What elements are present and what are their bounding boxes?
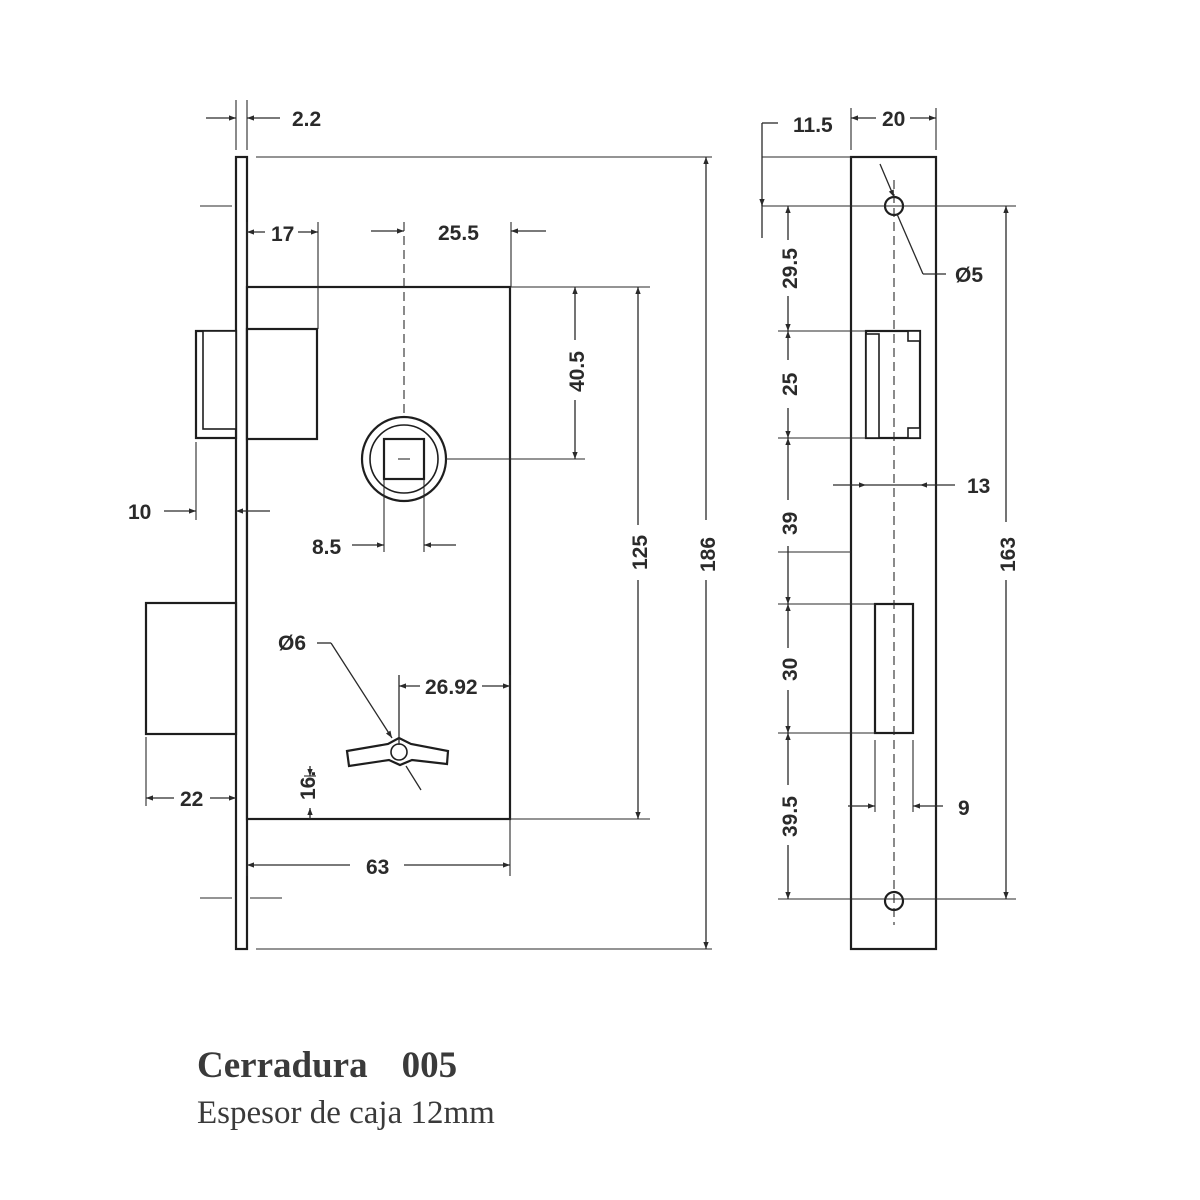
dim-latch-offset: 17 (271, 223, 294, 246)
dim-keyhole-offset: 26.92 (425, 676, 478, 699)
dim-hole-spacing: 163 (997, 537, 1020, 572)
side-view: 11.5 20 Ø5 29.5 25 13 39 30 9 39.5 163 (759, 108, 1020, 951)
dim-bolt-height: 30 (779, 658, 802, 681)
side-dimension-lines (759, 115, 1009, 899)
dim-keyhole-diameter: Ø6 (278, 632, 306, 655)
drawing-title: Cerradura 005 (197, 1044, 457, 1087)
dim-backset: 25.5 (438, 222, 479, 245)
dim-faceplate-width: 20 (882, 108, 905, 131)
front-dimension-labels: 2.2 17 25.5 40.5 125 186 10 8.5 Ø6 26.92… (128, 108, 720, 879)
dim-latch-width: 13 (967, 475, 990, 498)
latch-bolt (194, 327, 319, 441)
dim-bolt-width: 9 (958, 797, 970, 820)
front-dimension-lines (146, 115, 709, 949)
drawing-subtitle: Espesor de caja 12mm (197, 1095, 495, 1131)
model-number: 005 (401, 1045, 458, 1086)
spindle-hub (360, 415, 448, 503)
latch-opening (864, 329, 922, 440)
side-extension-lines (762, 108, 1016, 900)
dim-case-height: 125 (629, 535, 652, 570)
dim-spindle-square: 8.5 (312, 536, 342, 559)
dead-bolt (144, 601, 238, 736)
dim-latch-height: 25 (779, 372, 802, 396)
dim-bolt-to-hole: 39.5 (779, 796, 802, 837)
dim-case-depth: 63 (366, 856, 389, 879)
dim-bolt-projection: 22 (180, 788, 203, 811)
dim-hole-to-latch: 29.5 (779, 248, 802, 289)
dim-latch-projection: 10 (128, 501, 151, 524)
dim-faceplate-height: 186 (697, 537, 720, 572)
faceplate (234, 155, 249, 951)
dim-screw-hole-diameter: Ø5 (955, 264, 983, 287)
side-dimension-labels: 11.5 20 Ø5 29.5 25 13 39 30 9 39.5 163 (779, 108, 1020, 837)
dim-keyhole-height: 16. (297, 771, 320, 800)
front-view: 2.2 17 25.5 40.5 125 186 10 8.5 Ø6 26.92… (128, 100, 720, 951)
dim-hole-offset-top: 11.5 (793, 114, 833, 137)
front-extension-lines (145, 100, 712, 950)
product-name: Cerradura (197, 1045, 368, 1086)
dim-faceplate-thickness: 2.2 (292, 108, 321, 131)
dim-spindle-to-top: 40.5 (566, 351, 589, 392)
dim-latch-to-bolt: 39 (779, 512, 802, 535)
